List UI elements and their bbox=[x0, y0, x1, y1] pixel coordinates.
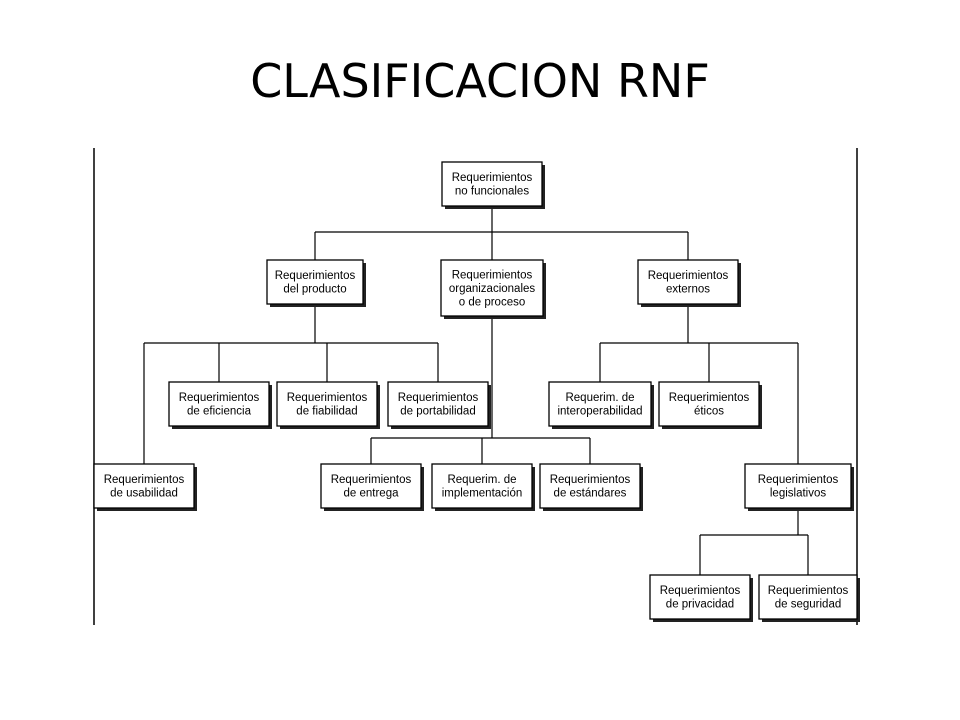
node-box bbox=[431, 463, 533, 509]
node-label-line: Requerim. de bbox=[447, 474, 516, 486]
node-box bbox=[93, 463, 195, 509]
node-privacidad: Requerimientos de privacidad bbox=[649, 574, 753, 622]
node-rnf: Requerimientos no funcionales bbox=[441, 161, 545, 209]
node-label-line: Requerimientos bbox=[275, 270, 356, 282]
node-box bbox=[649, 574, 751, 620]
node-eticos: Requerimientos éticos bbox=[658, 381, 762, 429]
node-label-line: legislativos bbox=[770, 488, 826, 500]
node-legislativos: Requerimientos legislativos bbox=[744, 463, 854, 511]
node-box bbox=[744, 463, 852, 509]
node-label-line: Requerim. de bbox=[565, 392, 634, 404]
node-eficiencia: Requerimientos de eficiencia bbox=[168, 381, 272, 429]
node-label-line: o de proceso bbox=[459, 296, 526, 308]
node-label-line: no funcionales bbox=[455, 186, 529, 198]
node-externos: Requerimientos externos bbox=[637, 259, 741, 307]
node-box bbox=[320, 463, 422, 509]
node-label-line: externos bbox=[666, 284, 710, 296]
node-label-line: Requerimientos bbox=[452, 269, 533, 281]
node-label-line: de fiabilidad bbox=[296, 406, 357, 418]
node-label-line: Requerimientos bbox=[287, 392, 368, 404]
slide-title: CLASIFICACION RNF bbox=[250, 54, 710, 108]
node-box bbox=[441, 161, 543, 207]
node-box bbox=[276, 381, 378, 427]
node-label-line: Requerimientos bbox=[648, 270, 729, 282]
node-box bbox=[440, 259, 544, 317]
node-label-line: Requerimientos bbox=[104, 474, 185, 486]
node-label-line: Requerimientos bbox=[331, 474, 412, 486]
node-seguridad: Requerimientos de seguridad bbox=[758, 574, 860, 622]
node-label-line: de eficiencia bbox=[187, 406, 252, 418]
node-box bbox=[637, 259, 739, 305]
node-label-line: Requerimientos bbox=[179, 392, 260, 404]
node-label-line: organizacionales bbox=[449, 283, 536, 295]
node-label-line: implementación bbox=[442, 488, 523, 500]
node-label-line: de seguridad bbox=[775, 599, 842, 611]
node-fiabilidad: Requerimientos de fiabilidad bbox=[276, 381, 380, 429]
node-usabilidad: Requerimientos de usabilidad bbox=[93, 463, 197, 511]
node-entrega: Requerimientos de entrega bbox=[320, 463, 424, 511]
node-label-line: Requerimientos bbox=[660, 585, 741, 597]
node-box bbox=[266, 259, 364, 305]
node-label-line: de privacidad bbox=[666, 599, 734, 611]
node-portabilidad: Requerimientos de portabilidad bbox=[387, 381, 491, 429]
node-box bbox=[658, 381, 760, 427]
node-label-line: de estándares bbox=[554, 488, 627, 500]
node-label-line: de portabilidad bbox=[400, 406, 475, 418]
node-interoperabilidad: Requerim. de interoperabilidad bbox=[548, 381, 654, 429]
node-label-line: Requerimientos bbox=[398, 392, 479, 404]
node-label-line: Requerimientos bbox=[768, 585, 849, 597]
node-label-line: de entrega bbox=[344, 488, 400, 500]
node-label-line: Requerimientos bbox=[550, 474, 631, 486]
node-label-line: de usabilidad bbox=[110, 488, 178, 500]
node-box bbox=[548, 381, 652, 427]
node-box bbox=[539, 463, 641, 509]
node-box bbox=[387, 381, 489, 427]
node-box bbox=[758, 574, 858, 620]
node-estandares: Requerimientos de estándares bbox=[539, 463, 643, 511]
node-implementacion: Requerim. de implementación bbox=[431, 463, 535, 511]
diagram-edges bbox=[143, 206, 809, 575]
node-label-line: del producto bbox=[283, 284, 346, 296]
node-label-line: Requerimientos bbox=[669, 392, 750, 404]
node-producto: Requerimientos del producto bbox=[266, 259, 366, 307]
node-label-line: Requerimientos bbox=[758, 474, 839, 486]
node-label-line: Requerimientos bbox=[452, 172, 533, 184]
node-label-line: éticos bbox=[694, 406, 724, 418]
node-box bbox=[168, 381, 270, 427]
node-label-line: interoperabilidad bbox=[557, 406, 642, 418]
